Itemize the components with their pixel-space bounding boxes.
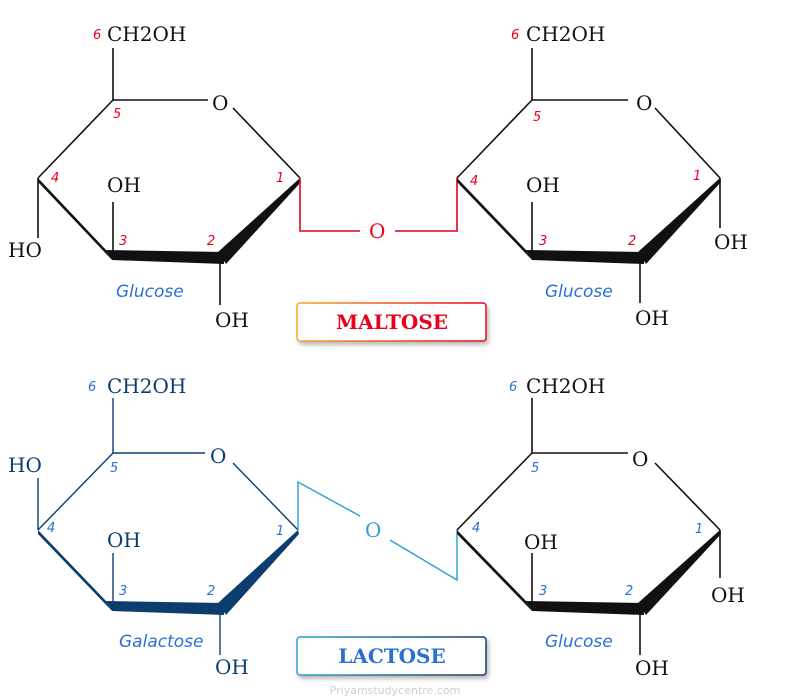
maltose-label-box: MALTOSE — [296, 302, 487, 342]
carbon-4-number: 4 — [51, 171, 59, 186]
lactose-left-oh2: OH — [215, 655, 249, 679]
carbon-4-number: 4 — [47, 521, 55, 536]
lactose-right-wedge-4-3 — [457, 530, 532, 611]
maltose-title: MALTOSE — [336, 310, 448, 334]
lactose-left-numbering: 6 5 4 3 2 1 — [47, 380, 284, 599]
lactose-right-bottom-bond — [526, 601, 644, 615]
carbon-3-number: 3 — [539, 584, 547, 599]
maltose-left-oh3: OH — [107, 173, 141, 197]
maltose-right-ch2oh: CH2OH — [526, 22, 605, 46]
maltose-right-oh2: OH — [635, 306, 669, 330]
maltose-right-ring-oxygen: O — [636, 91, 652, 115]
carbon-4-number: 4 — [472, 521, 480, 536]
maltose-left-bottom-bond — [106, 250, 224, 264]
carbon-5-number: 5 — [533, 110, 541, 125]
carbon-1-number: 1 — [695, 522, 703, 537]
maltose-right-oh3: OH — [526, 173, 560, 197]
carbon-6-number: 6 — [511, 28, 519, 43]
maltose-left-oh4: HO — [8, 238, 42, 262]
lactose-right-oh1: OH — [711, 583, 745, 607]
lactose-glycosidic-bond — [297, 480, 458, 582]
watermark: Priyamstudycentre.com — [330, 684, 461, 697]
carbon-1-number: 1 — [693, 169, 701, 184]
carbon-1-number: 1 — [276, 171, 284, 186]
carbon-5-number: 5 — [113, 107, 121, 122]
carbon-2-number: 2 — [628, 234, 636, 249]
lactose-right-ring — [456, 398, 721, 655]
lactose-right-ring-oxygen: O — [632, 447, 648, 471]
lactose-left-ch2oh: CH2OH — [107, 374, 186, 398]
maltose-structure: O CH2OH O HO OH OH Glucose 6 5 4 3 2 1 — [8, 22, 748, 342]
maltose-left-wedge-2-1 — [218, 178, 301, 264]
carbon-6-number: 6 — [509, 380, 517, 395]
lactose-left-sugar-name: Galactose — [119, 632, 203, 652]
maltose-right-numbering: 6 5 4 3 2 1 — [470, 28, 701, 249]
lactose-right-oh2: OH — [635, 656, 669, 680]
lactose-left-oh4: HO — [8, 453, 42, 477]
lactose-structure: O CH2OH O HO OH OH Galactose 6 5 4 3 2 1 — [8, 374, 745, 680]
lactose-linkage-oxygen: O — [365, 518, 381, 542]
lactose-right-wedge-2-1 — [638, 530, 721, 615]
lactose-left-bottom-bond — [106, 601, 224, 615]
carbon-2-number: 2 — [207, 234, 215, 249]
maltose-linkage-oxygen: O — [369, 219, 385, 243]
maltose-left-numbering: 6 5 4 3 2 1 — [51, 28, 284, 249]
maltose-left-sugar-name: Glucose — [116, 282, 184, 302]
maltose-right-oh1: OH — [714, 230, 748, 254]
maltose-right-wedge-4-3 — [457, 178, 532, 260]
maltose-left-ring-oxygen: O — [212, 91, 228, 115]
carbon-1-number: 1 — [276, 524, 284, 539]
lactose-left-ring-oxygen: O — [210, 444, 226, 468]
lactose-right-oh3: OH — [524, 530, 558, 554]
carbon-6-number: 6 — [93, 28, 101, 43]
maltose-glycosidic-bond — [299, 178, 458, 232]
maltose-left-ch2oh: CH2OH — [107, 22, 186, 46]
maltose-left-ring — [37, 48, 301, 305]
lactose-right-numbering: 6 5 4 3 2 1 — [472, 380, 703, 599]
lactose-label-box: LACTOSE — [296, 636, 487, 676]
carbon-5-number: 5 — [531, 461, 539, 476]
carbon-6-number: 6 — [88, 380, 96, 395]
lactose-left-oh3: OH — [107, 528, 141, 552]
carbon-2-number: 2 — [207, 584, 215, 599]
lactose-right-ch2oh: CH2OH — [526, 374, 605, 398]
maltose-right-wedge-2-1 — [638, 178, 721, 264]
carbon-2-number: 2 — [625, 584, 633, 599]
carbon-4-number: 4 — [470, 174, 478, 189]
carbon-3-number: 3 — [539, 234, 547, 249]
lactose-left-ring — [37, 398, 299, 655]
lactose-left-wedge-2-1 — [218, 530, 299, 615]
lactose-left-wedge-4-3 — [38, 530, 112, 611]
carbon-3-number: 3 — [119, 584, 127, 599]
maltose-right-bottom-bond — [526, 250, 644, 264]
carbon-5-number: 5 — [110, 461, 118, 476]
lactose-title: LACTOSE — [338, 644, 446, 668]
maltose-left-oh2: OH — [215, 308, 249, 332]
carbon-3-number: 3 — [119, 234, 127, 249]
maltose-right-sugar-name: Glucose — [545, 282, 613, 302]
maltose-left-wedge-4-3 — [38, 178, 112, 260]
lactose-right-sugar-name: Glucose — [545, 632, 613, 652]
maltose-right-ring — [456, 48, 721, 303]
